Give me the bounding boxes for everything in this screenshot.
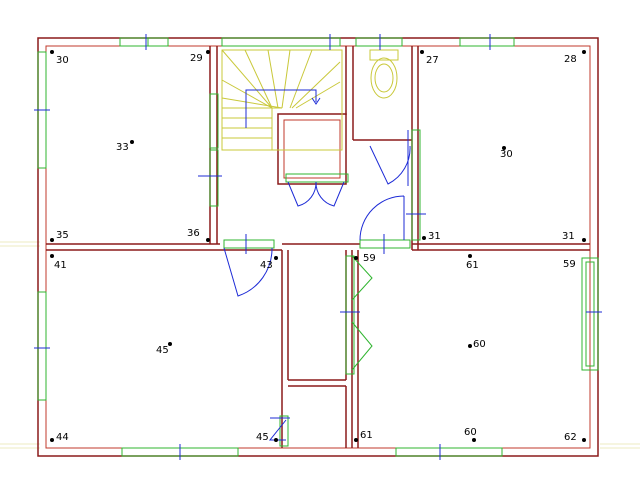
window-right-room4 [581, 257, 599, 371]
closet-door-left [287, 181, 317, 207]
label-29: 29 [190, 53, 203, 64]
sliding-doors [351, 255, 373, 371]
toilet-fixture [369, 49, 399, 99]
label-27: 27 [426, 55, 439, 66]
door-room3 [223, 247, 273, 297]
closet-door-right [315, 181, 345, 207]
label-45a: 45 [156, 345, 169, 356]
label-44: 44 [56, 432, 69, 443]
window-top-1b [147, 37, 169, 47]
window-top-1 [119, 37, 149, 47]
label-28: 28 [564, 54, 577, 65]
label-31a: 31 [428, 231, 441, 242]
label-31b: 31 [562, 231, 575, 242]
corner-markers [50, 50, 586, 442]
label-30a: 30 [56, 55, 69, 66]
closet-box [277, 113, 347, 185]
window-top-room2 [459, 37, 515, 47]
label-62: 62 [564, 432, 577, 443]
label-36: 36 [187, 228, 200, 239]
toilet-bowl [370, 57, 398, 99]
label-61b: 61 [360, 430, 373, 441]
stair-arrow [245, 89, 321, 128]
window-left-room3 [37, 291, 47, 401]
closet-sliding-frame [345, 255, 355, 375]
door-lower [268, 419, 287, 441]
door-frame-hall [359, 239, 411, 249]
label-60b: 60 [464, 427, 477, 438]
grid-lines [0, 241, 640, 449]
label-59b: 59 [563, 259, 576, 270]
label-43: 43 [260, 260, 273, 271]
inner-wall-lines [45, 45, 591, 449]
window-top-stair [221, 37, 341, 47]
label-30b: 30 [500, 149, 513, 160]
inner-wall-line [45, 45, 591, 449]
closet-box-inner [283, 119, 341, 179]
staircase [221, 49, 343, 151]
window-top-wc [355, 37, 403, 47]
window-room1-side [209, 149, 219, 207]
label-33: 33 [116, 142, 129, 153]
label-45b: 45 [256, 432, 269, 443]
window-ticks [34, 34, 602, 460]
window-room2-side [411, 129, 421, 241]
label-41: 41 [54, 260, 67, 271]
window-stair-side [209, 93, 219, 149]
closet-door-frame [285, 173, 349, 183]
stair-outline [221, 49, 343, 151]
door-hall [359, 195, 405, 241]
interior-walls [46, 46, 590, 448]
window-bottom-room4 [395, 447, 503, 457]
door-wc [369, 145, 411, 185]
door-frame-lower [279, 415, 289, 447]
label-59a: 59 [363, 253, 376, 264]
toilet-tank [369, 49, 399, 61]
door-frame-room3 [223, 239, 275, 249]
doors [223, 130, 411, 441]
label-35: 35 [56, 230, 69, 241]
label-61a: 61 [466, 260, 479, 271]
label-60a: 60 [473, 339, 486, 350]
point-labels: 30 29 27 28 33 30 35 36 31 31 41 43 59 6… [54, 53, 577, 443]
